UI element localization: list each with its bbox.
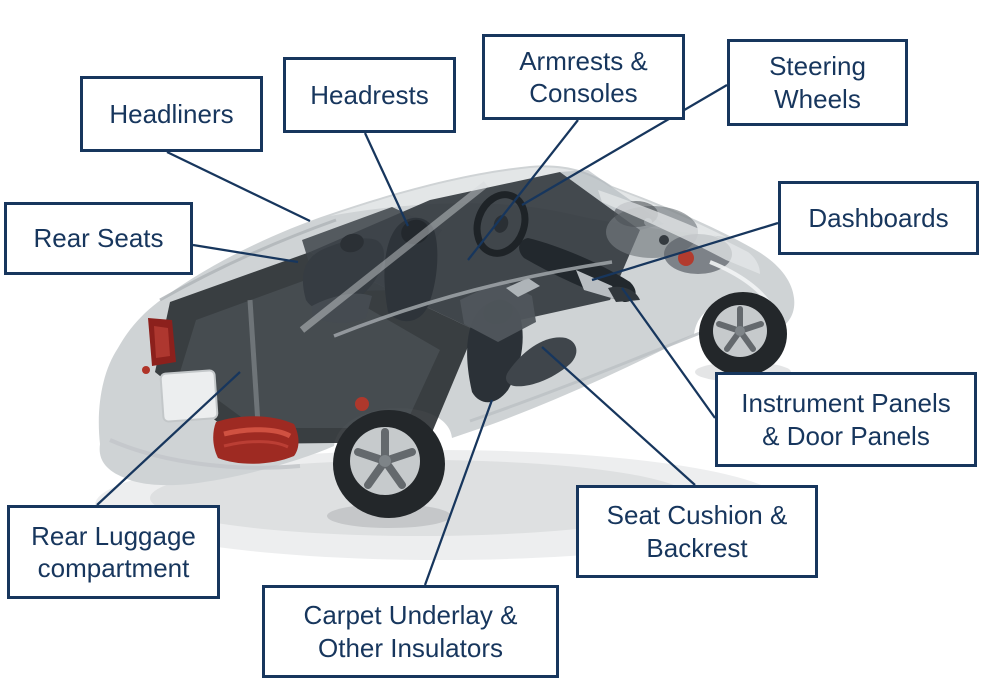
connector-headliners xyxy=(166,150,311,223)
connector-steering xyxy=(521,84,728,206)
front-wheel xyxy=(699,292,787,376)
callout-armrests-consoles: Armrests & Consoles xyxy=(482,34,685,120)
rear-fog-light xyxy=(142,366,150,374)
callout-rear-luggage-compartment-label: Rear Luggage compartment xyxy=(31,520,196,584)
beltline-crease xyxy=(333,260,613,338)
callout-instrument-door-panels-label: Instrument Panels & Door Panels xyxy=(741,388,951,451)
callout-seat-cushion-backrest-label: Seat Cushion & Backrest xyxy=(606,500,788,563)
connector-carpet xyxy=(423,399,494,586)
seat-cushion xyxy=(506,337,577,387)
callout-rear-luggage-compartment: Rear Luggage compartment xyxy=(7,505,220,599)
callout-steering-wheels-label: Steering Wheels xyxy=(769,51,866,114)
connector-headrests xyxy=(363,132,410,227)
callout-dashboards-label: Dashboards xyxy=(808,202,949,233)
front-door-top xyxy=(608,286,640,302)
callout-dashboards: Dashboards xyxy=(778,181,979,255)
connector-instrument xyxy=(621,287,716,419)
d-pillar-streak xyxy=(247,299,261,425)
callout-armrests-consoles-label: Armrests & Consoles xyxy=(519,45,648,109)
callout-seat-cushion-backrest: Seat Cushion & Backrest xyxy=(576,485,818,578)
engine-accent-red xyxy=(678,250,694,266)
connector-rear-seats xyxy=(192,243,299,264)
callout-instrument-door-panels: Instrument Panels & Door Panels xyxy=(715,372,977,467)
rear-bumper-crease xyxy=(109,438,301,470)
callout-rear-seats: Rear Seats xyxy=(4,202,193,275)
connector-rear-luggage xyxy=(96,371,241,506)
glass-reflection xyxy=(299,181,489,333)
connector-seat-cushion xyxy=(541,346,696,486)
callout-steering-wheels: Steering Wheels xyxy=(727,39,908,126)
taillight-left-glow xyxy=(154,326,170,358)
callout-headliners-label: Headliners xyxy=(109,98,234,129)
callout-headrests-label: Headrests xyxy=(310,79,429,110)
rear-wheel xyxy=(333,410,445,518)
callout-rear-seats-label: Rear Seats xyxy=(33,223,164,254)
connector-dashboards xyxy=(591,221,779,282)
callout-carpet-underlay-insulators: Carpet Underlay & Other Insulators xyxy=(262,585,559,678)
rear-seat xyxy=(302,233,384,324)
brake-caliper-red xyxy=(355,397,369,411)
sill-line xyxy=(469,331,701,423)
callout-carpet-underlay-insulators-label: Carpet Underlay & Other Insulators xyxy=(303,600,518,663)
taillight-right xyxy=(213,416,299,464)
hood-panel xyxy=(598,190,760,274)
gear-shifter xyxy=(506,278,540,297)
luggage-compartment-floor xyxy=(180,277,440,428)
steering-wheel xyxy=(473,191,529,257)
glovebox-trim xyxy=(576,270,618,300)
callout-headrests: Headrests xyxy=(283,57,456,133)
callout-headliners: Headliners xyxy=(80,76,263,152)
connector-armrests xyxy=(467,119,579,261)
